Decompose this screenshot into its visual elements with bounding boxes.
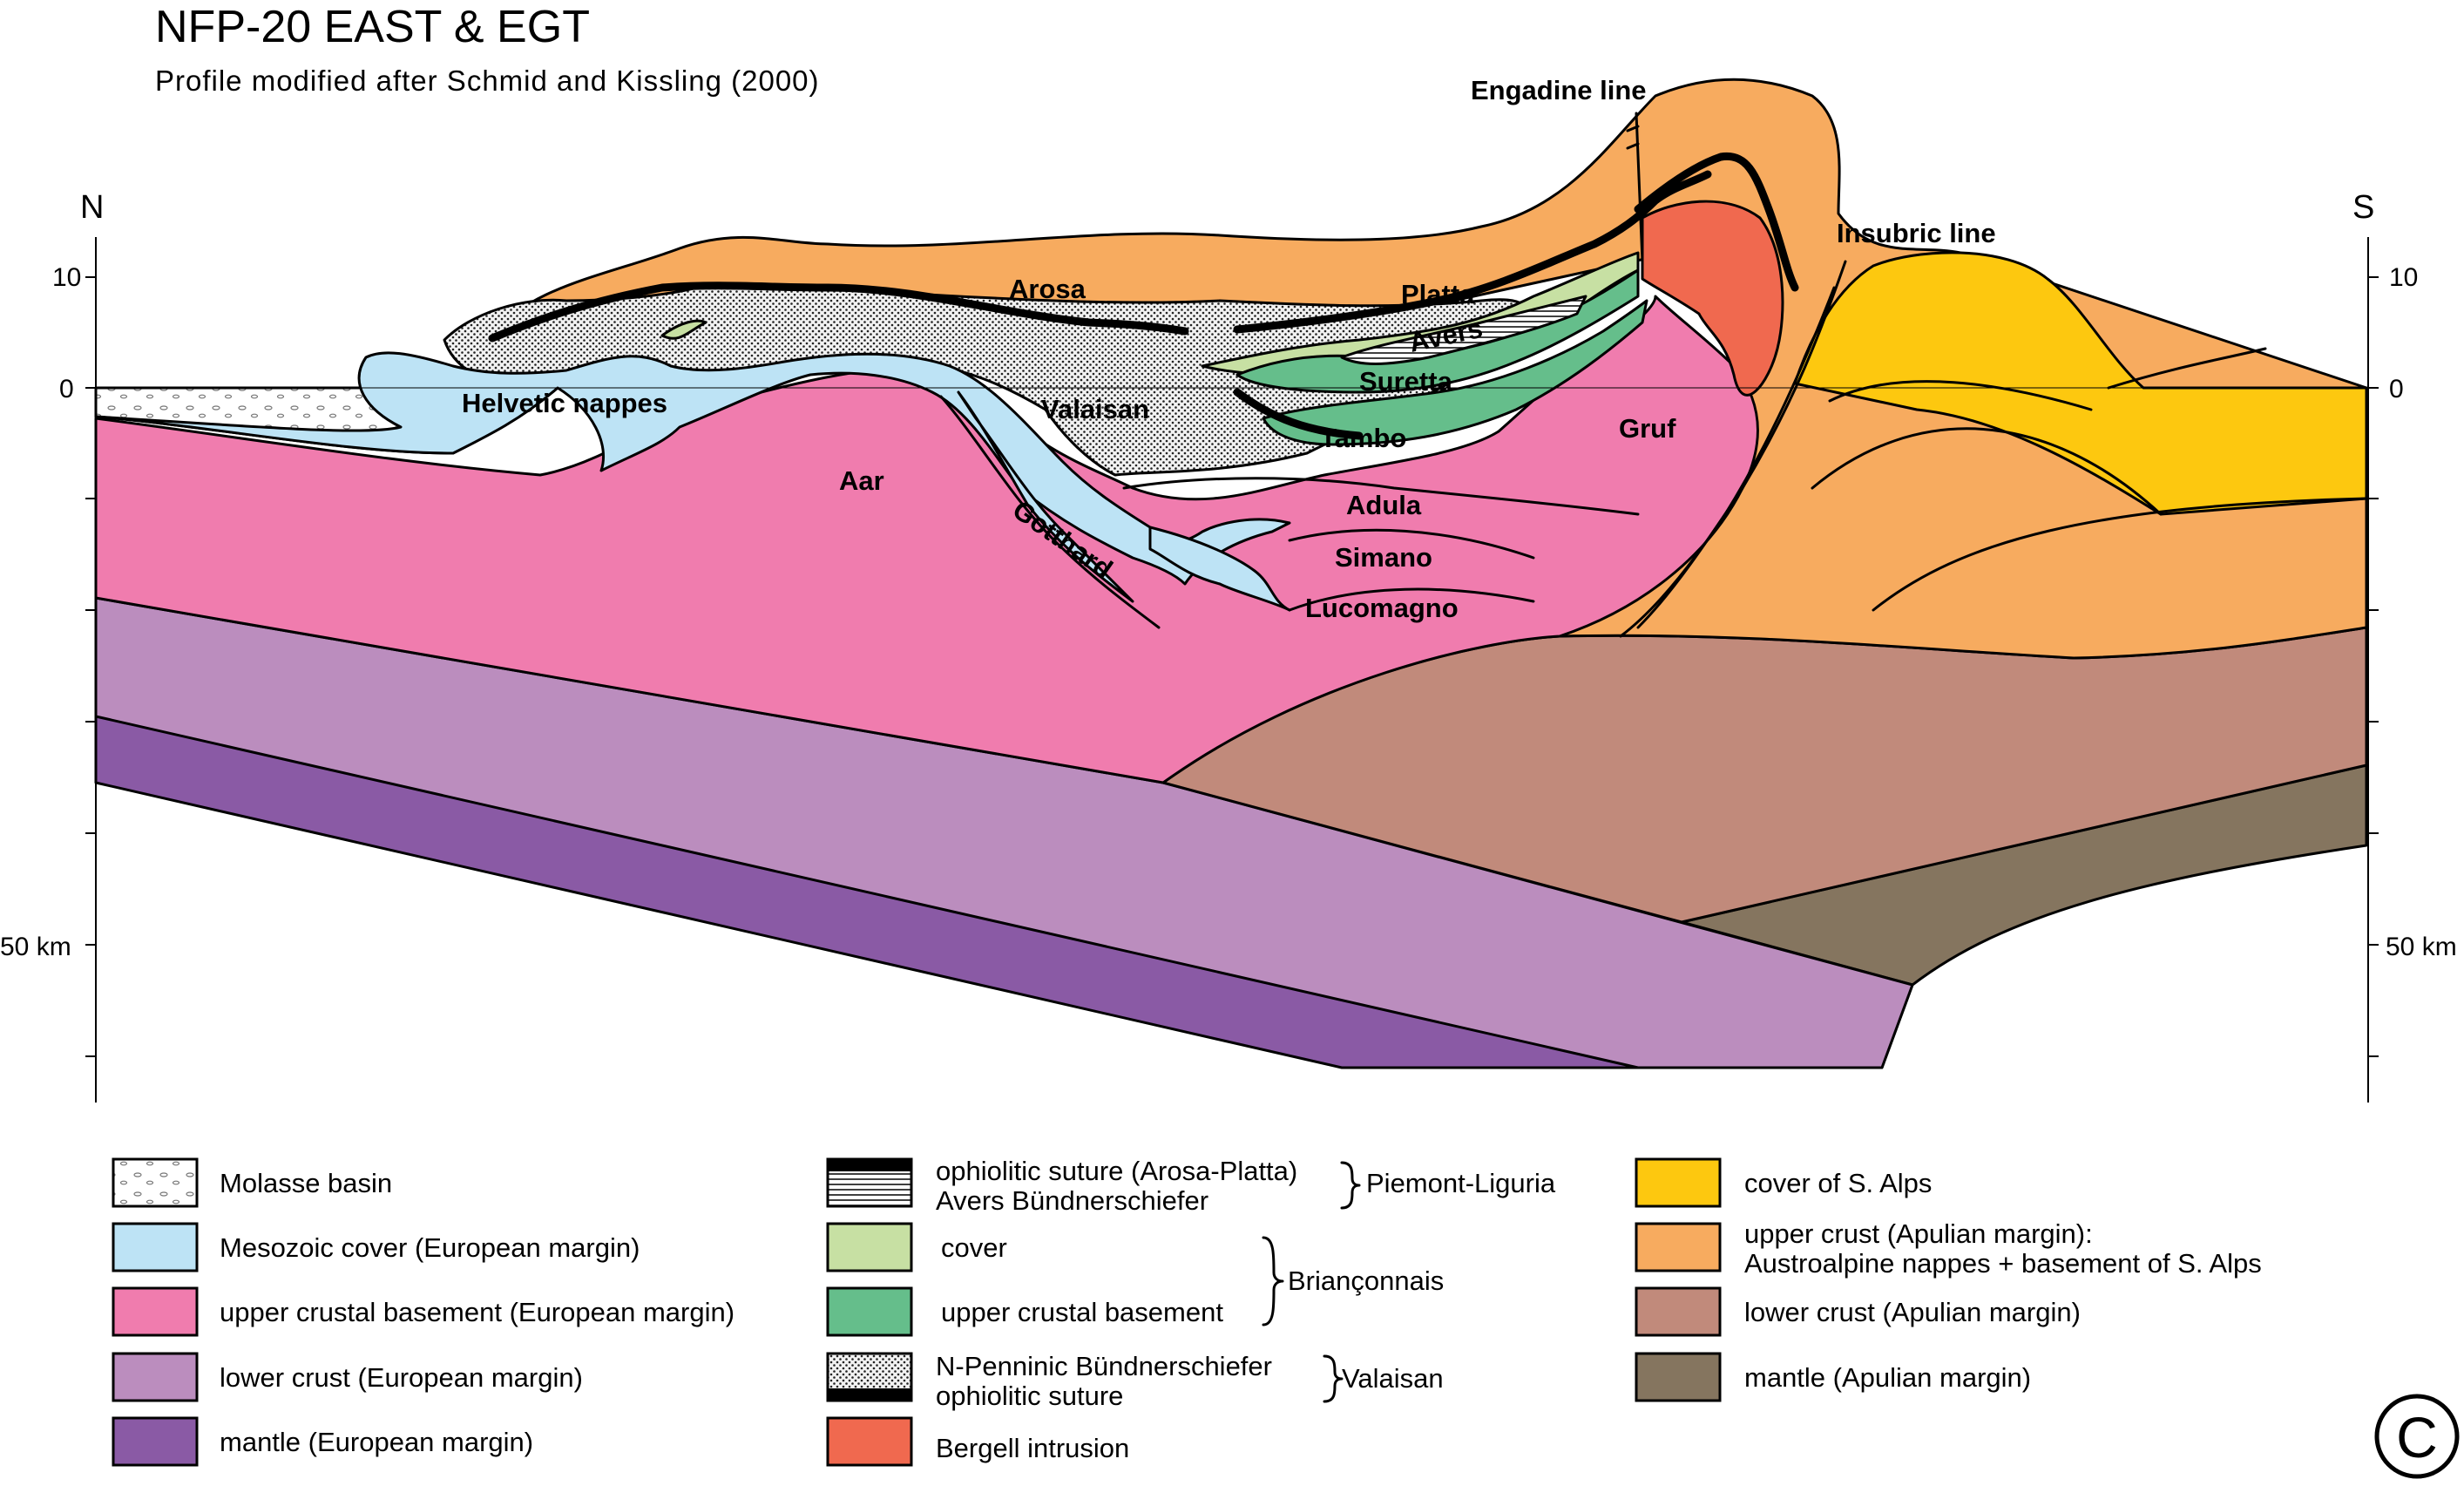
legend-label-brianconnais: Briançonnais (1288, 1265, 1444, 1296)
legend-brace-piemont (1340, 1161, 1361, 1210)
avers-bundnerschiefer (1340, 295, 1587, 365)
copyright-symbol: C (2374, 1394, 2460, 1479)
tambo-nappe (1262, 299, 1648, 446)
platta-ophiolitic-suture (1233, 170, 1712, 334)
legend-label-valaisan: Valaisan (1342, 1363, 1444, 1394)
legend: Molasse basin Mesozoic cover (European m… (112, 1156, 2262, 1467)
insubric-line-fault-2 (1619, 286, 1836, 638)
legend-label-euro-upper: upper crustal basement (European margin) (220, 1297, 734, 1327)
axis-left-50: 50 km (0, 933, 71, 961)
legend-label-bergell: Bergell intrusion (936, 1433, 1129, 1463)
legend-brace-valaisan (1323, 1354, 1344, 1403)
left-depth-axis: N 10 0 50 km (0, 189, 104, 1103)
label-gruf: Gruf (1619, 413, 1676, 444)
label-tambo: Tambo (1320, 423, 1406, 453)
valaisan-suture (1233, 388, 1364, 440)
helvetic-nappes (94, 351, 1291, 586)
legend-label-molasse: Molasse basin (220, 1168, 392, 1198)
apulian-mantle (1680, 763, 2368, 987)
legend-swatch-brianconnais-basement (826, 1286, 913, 1337)
legend-label-apulian-upper-1: upper crust (Apulian margin): (1744, 1218, 2093, 1249)
axis-left-10: 10 (52, 263, 81, 292)
legend-label-apulian-upper-2: Austroalpine nappes + basement of S. Alp… (1744, 1248, 2262, 1279)
legend-swatch-mesozoic (112, 1222, 199, 1272)
axis-right-10: 10 (2389, 263, 2418, 292)
legend-swatch-euro-lower (112, 1352, 199, 1402)
label-suretta: Suretta (1359, 366, 1453, 397)
legend-swatch-ophiolitic-avers (826, 1157, 913, 1208)
label-engadine-line: Engadine line (1471, 75, 1647, 105)
aar-gotthard-boundary (939, 395, 1161, 629)
bergell-intrusion (1641, 200, 1784, 397)
legend-label-apulian-lower: lower crust (Apulian margin) (1744, 1297, 2081, 1327)
legend-swatch-apulian-mantle (1635, 1352, 1722, 1402)
engadine-suture-lobe (1634, 152, 1799, 292)
brianconnais-cover-2 (660, 319, 707, 340)
legend-swatch-molasse (112, 1157, 199, 1208)
south-label: S (2352, 189, 2374, 226)
legend-label-salps: cover of S. Alps (1744, 1168, 1932, 1198)
s-alps-thrust-3 (1872, 497, 2368, 612)
legend-swatch-bergell (826, 1416, 913, 1467)
axis-right-0: 0 (2389, 375, 2404, 404)
north-label: N (80, 189, 104, 226)
s-alps-thrust-4 (2107, 347, 2267, 390)
legend-label-apulian-mantle: mantle (Apulian margin) (1744, 1362, 2031, 1393)
label-valaisan: Valaisan (1041, 394, 1149, 424)
legend-label-ophiolitic: ophiolitic suture (Arosa-Platta) (936, 1156, 1297, 1186)
engadine-line-fault (1626, 112, 1644, 263)
label-insubric-line: Insubric line (1837, 218, 1996, 248)
label-platta: Platta (1401, 279, 1475, 309)
legend-label-ophsuture: ophiolitic suture (936, 1381, 1123, 1411)
label-simano: Simano (1335, 542, 1432, 573)
simano-boundary (1288, 528, 1535, 560)
diagram-subtitle: Profile modified after Schmid and Kissli… (155, 64, 820, 97)
label-lucomagno: Lucomagno (1305, 593, 1459, 623)
legend-swatch-npenninic (826, 1352, 913, 1402)
legend-label-mesozoic: Mesozoic cover (European margin) (220, 1232, 640, 1263)
legend-swatch-salps (1635, 1157, 1722, 1208)
legend-label-euro-lower: lower crust (European margin) (220, 1362, 583, 1393)
svg-text:C: C (2396, 1405, 2438, 1469)
legend-label-npenninic: N-Penninic Bündnerschiefer (936, 1351, 1272, 1381)
gotthard-cover-sliver (957, 390, 1134, 603)
s-alps-thrust-2 (1811, 427, 2163, 516)
label-adula: Adula (1346, 490, 1422, 520)
arosa-ophiolitic-suture (488, 282, 1189, 343)
legend-swatch-euro-upper (112, 1286, 199, 1337)
s-alps-thrust-1 (1828, 380, 2093, 411)
axis-left-0: 0 (59, 375, 74, 404)
apulian-upper-crust (491, 78, 2368, 660)
legend-swatch-euro-mantle (112, 1416, 199, 1467)
lucomagno-boundary (1288, 587, 1535, 612)
legend-label-euro-mantle: mantle (European margin) (220, 1427, 533, 1457)
legend-swatch-brianconnais-cover (826, 1222, 913, 1272)
adula-boundary (1122, 477, 1640, 516)
legend-label-basement: upper crustal basement (941, 1297, 1223, 1327)
diagram-title: NFP-20 EAST & EGT (155, 2, 590, 52)
legend-label-avers: Avers Bündnerschiefer (936, 1185, 1208, 1216)
label-aar: Aar (839, 465, 884, 496)
legend-label-piemont: Piemont-Liguria (1366, 1168, 1556, 1198)
label-arosa: Arosa (1009, 274, 1086, 304)
label-helvetic-nappes: Helvetic nappes (462, 388, 667, 418)
legend-swatch-apulian-upper (1635, 1222, 1722, 1272)
southern-alps-cover (1793, 251, 2368, 516)
legend-label-cover: cover (941, 1232, 1007, 1263)
right-depth-axis: S 10 0 50 km (2352, 189, 2457, 1103)
legend-swatch-apulian-lower (1635, 1286, 1722, 1337)
legend-brace-brianconnais (1262, 1236, 1284, 1327)
insubric-line-fault (1636, 260, 1847, 629)
axis-right-50: 50 km (2386, 933, 2457, 961)
